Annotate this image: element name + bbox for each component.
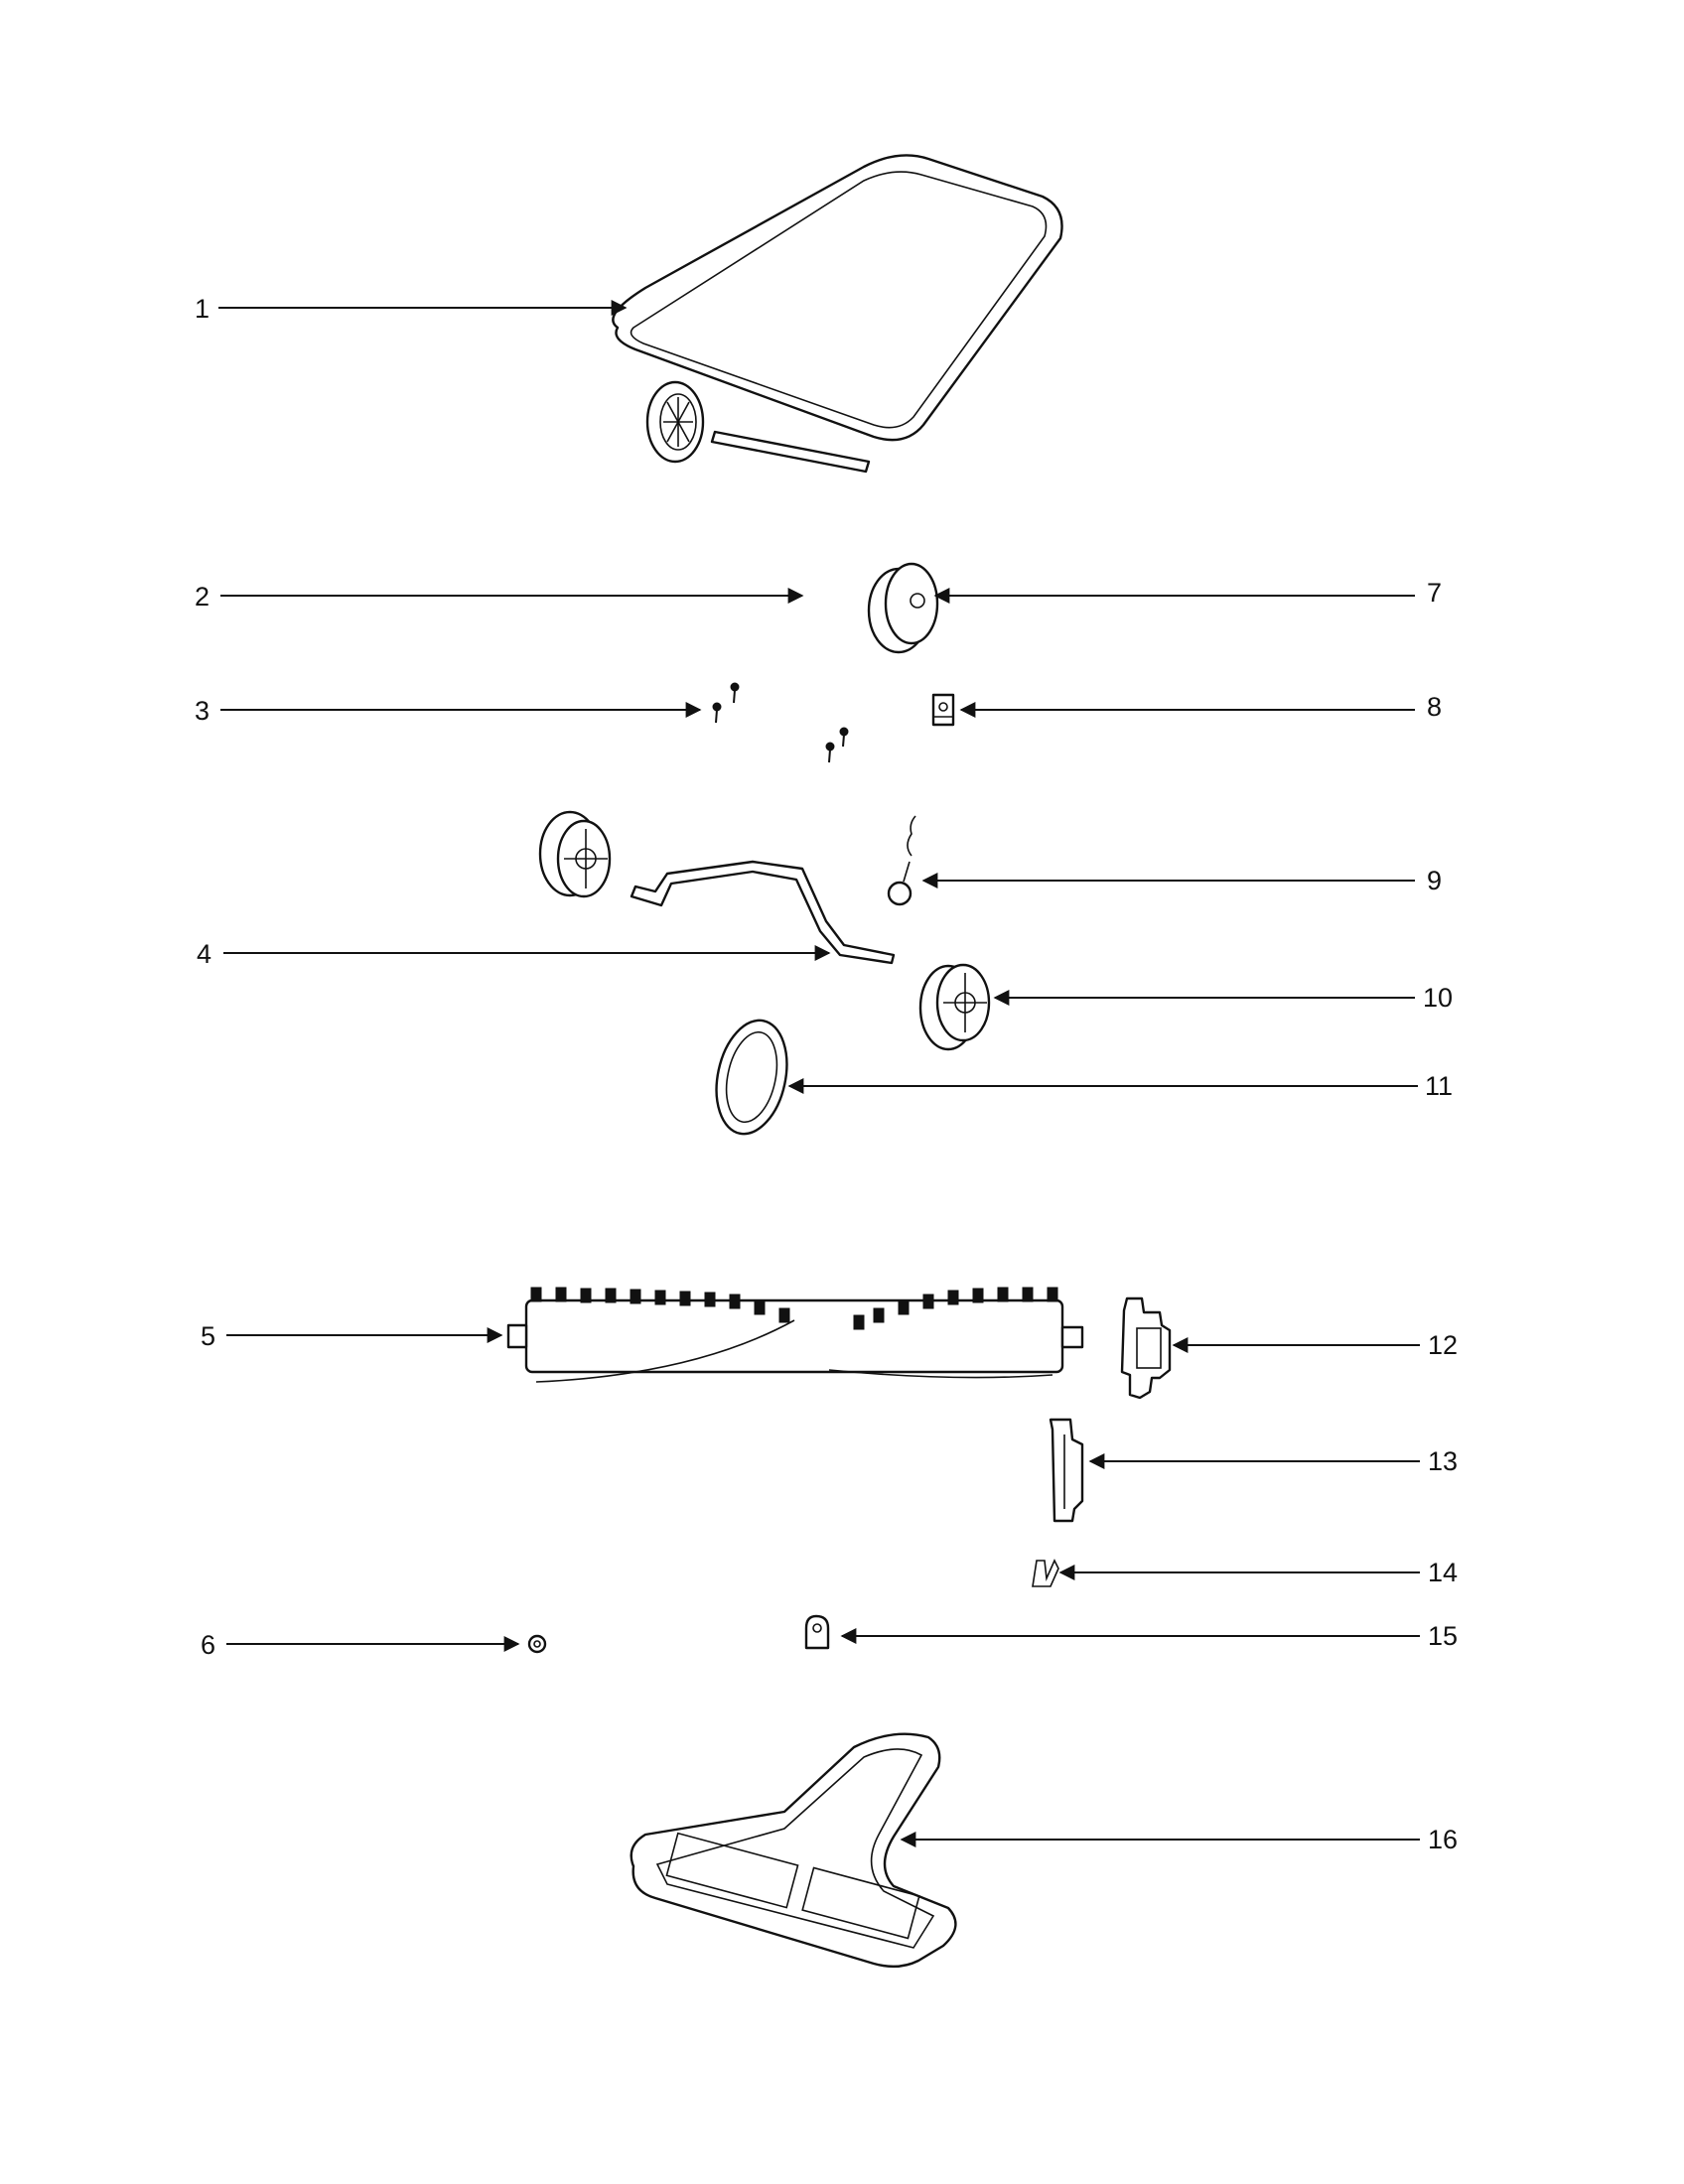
- callout-4: 4: [197, 939, 211, 969]
- callout-6: 6: [201, 1630, 215, 1660]
- part-6-nut: [527, 1634, 547, 1654]
- callout-14: 14: [1428, 1558, 1458, 1587]
- callout-13: 13: [1428, 1446, 1458, 1476]
- part-14-clip: [1032, 1559, 1059, 1587]
- callout-5: 5: [201, 1321, 215, 1351]
- part-9-spring: [887, 815, 916, 906]
- part-16-base-plate: [630, 1732, 957, 1969]
- part-8-clip: [931, 693, 955, 727]
- callout-9: 9: [1427, 866, 1442, 895]
- callout-1: 1: [195, 294, 210, 324]
- callout-7: 7: [1427, 578, 1442, 608]
- leader-lines: [218, 300, 1420, 1847]
- callout-15: 15: [1428, 1621, 1458, 1651]
- callout-12: 12: [1428, 1330, 1458, 1360]
- part-5-brush-roll: [506, 1287, 1084, 1383]
- callout-8: 8: [1427, 692, 1442, 722]
- callout-16: 16: [1428, 1825, 1458, 1854]
- callout-labels: 1 2 3 4 5 6 7 8 9 10 11 12 13 14 15 16: [195, 294, 1458, 1854]
- part-4-front-axle-assembly: [538, 810, 896, 965]
- brush-bristles: [530, 1287, 1058, 1330]
- part-12-end-cap: [1120, 1297, 1172, 1400]
- part-1-frame-loop: [612, 154, 1063, 442]
- callout-2: 2: [195, 582, 210, 612]
- part-13-bearing-plate: [1049, 1418, 1084, 1523]
- part-11-belt-ring: [715, 1019, 788, 1136]
- callout-10: 10: [1423, 983, 1453, 1013]
- callout-11: 11: [1425, 1071, 1453, 1101]
- wheel-spokes-icon: [663, 397, 693, 447]
- part-7-wheel: [867, 562, 939, 654]
- part-15-block: [804, 1614, 830, 1650]
- part-3-screws: [712, 682, 849, 763]
- part-10-wheel: [918, 963, 991, 1051]
- part-2-axle-assembly: [645, 380, 871, 474]
- callout-3: 3: [195, 696, 210, 726]
